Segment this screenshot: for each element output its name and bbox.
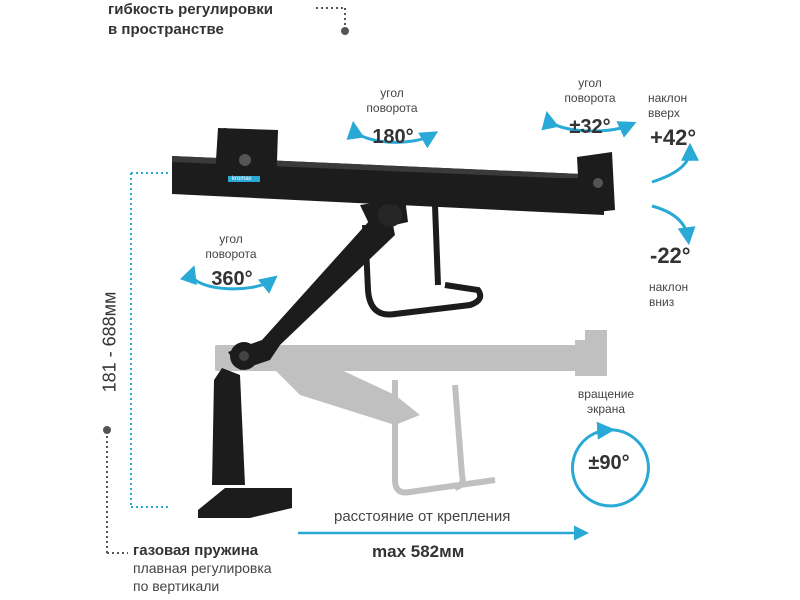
header-line-1: гибкость регулировки [108, 1, 274, 18]
tilt-up-label-line-1: наклон [648, 91, 688, 105]
rotation-left-value: 360° [211, 268, 253, 290]
arm-handle [362, 204, 484, 318]
distance-label: расстояние от крепления [334, 508, 511, 525]
rotation-middle-value: 180° [372, 126, 414, 148]
rotation-right-label-line-1: угол [578, 76, 602, 90]
rotation-left-label-line-1: угол [219, 232, 243, 246]
rotation-left-label-line-2: поворота [205, 247, 257, 261]
tilt-up-arrow [651, 142, 699, 184]
header-line-2: в пространстве [108, 21, 224, 38]
left-vesa-plate [214, 128, 278, 195]
brand-label: kromax [232, 176, 252, 182]
tilt-down-label-line-1: наклон [649, 280, 689, 294]
rotation-arrow-left [179, 265, 278, 294]
header-title: гибкость регулировки в пространстве [108, 0, 273, 40]
screen-rotation-label-line-1: вращение [577, 387, 635, 401]
tilt-down-label: наклон вниз [649, 280, 688, 310]
gas-spring-block: газовая пружина плавная регулировка по в… [133, 542, 272, 595]
desk-base [198, 368, 292, 518]
rotation-middle-label-line-1: угол [380, 86, 404, 100]
tilt-down-label-line-2: вниз [649, 295, 675, 309]
tilt-down-arrow [651, 204, 696, 246]
tilt-up-value: +42° [650, 125, 697, 150]
gas-spring-line-2: по вертикали [133, 578, 220, 594]
height-dimension-bracket [130, 172, 168, 508]
rotation-right-label-line-2: поворота [564, 91, 616, 105]
tilt-down-value: -22° [650, 243, 691, 268]
rotation-left-label: угол поворота [205, 232, 256, 262]
lowered-arm-ghost [215, 330, 607, 496]
rotation-middle-label: угол поворота [366, 86, 417, 116]
screen-rotation-circle [570, 421, 650, 508]
rotation-right-label: угол поворота [564, 76, 615, 106]
distance-value: max 582мм [372, 542, 465, 561]
height-range-label: 181 - 688мм [99, 291, 120, 393]
upper-crossbar [172, 156, 604, 215]
header-dotted-leader [316, 7, 349, 35]
rotation-arrow-right [541, 110, 637, 138]
tilt-up-label-line-2: вверх [648, 106, 680, 120]
screen-rotation-label-line-2: экрана [586, 402, 626, 416]
gas-spring-dotted-leader [103, 426, 128, 554]
tilt-up-label: наклон вверх [648, 91, 687, 121]
right-vesa-plate [562, 152, 615, 214]
gas-spring-arm [228, 198, 408, 370]
screen-rotation-label: вращение экрана [578, 387, 634, 417]
screen-rotation-value: ±90° [588, 452, 630, 474]
rotation-arrow-middle [346, 120, 439, 149]
rotation-right-value: ±32° [569, 116, 611, 138]
gas-spring-line-1: плавная регулировка [133, 560, 272, 576]
rotation-middle-label-line-2: поворота [366, 101, 418, 115]
gas-spring-title: газовая пружина [133, 542, 259, 559]
